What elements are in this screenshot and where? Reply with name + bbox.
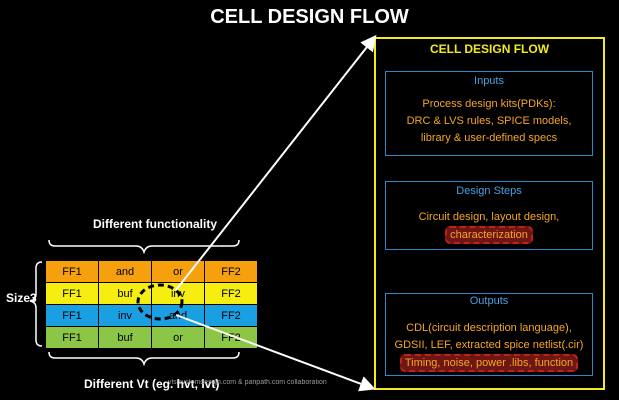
inputs-box: Inputs Process design kits(PDKs): DRC & … xyxy=(385,71,593,156)
cell-grid-wrap: FF1 and or FF2 FF1 buf inv FF2 FF1 inv a… xyxy=(45,260,258,349)
inv-highlight-ellipse xyxy=(136,283,184,321)
grid-cell: FF2 xyxy=(204,260,258,283)
size-brace xyxy=(29,261,43,347)
arrow-to-panel-top xyxy=(175,34,377,291)
inputs-heading: Inputs xyxy=(474,75,504,87)
grid-row: FF1 and or FF2 xyxy=(45,260,258,283)
grid-cell: FF1 xyxy=(45,326,99,349)
vt-label: Different Vt (eg. hvt, lvt) xyxy=(84,377,220,391)
design-steps-box: Design Steps Circuit design, layout desi… xyxy=(385,181,593,250)
size-label: Size3 xyxy=(6,291,37,305)
outputs-highlight: Timing, noise, power .libs, function xyxy=(399,354,579,372)
functionality-label: Different functionality xyxy=(92,217,217,231)
arrow-to-panel-bottom xyxy=(175,314,376,392)
design-steps-body: Circuit design, layout design, character… xyxy=(386,209,592,244)
inputs-line-1: Process design kits(PDKs): xyxy=(422,98,556,110)
grid-cell: FF2 xyxy=(204,326,258,349)
design-steps-heading: Design Steps xyxy=(456,185,522,197)
outputs-box: Outputs CDL(circuit description language… xyxy=(385,293,593,376)
main-title: CELL DESIGN FLOW xyxy=(210,6,409,28)
characterization-highlight: characterization xyxy=(445,226,533,244)
outputs-line-1: CDL(circuit description language), xyxy=(406,322,572,334)
grid-cell: buf xyxy=(98,326,152,349)
grid-cell: or xyxy=(151,326,205,349)
watermark: vlsisystemdesign.com & paripath.com coll… xyxy=(168,379,327,386)
panel-title: CELL DESIGN FLOW xyxy=(429,42,550,56)
grid-row: FF1 buf or FF2 xyxy=(45,326,258,349)
grid-cell: FF2 xyxy=(204,282,258,305)
flow-panel xyxy=(374,37,605,390)
inputs-body: Process design kits(PDKs): DRC & LVS rul… xyxy=(386,96,592,147)
outputs-heading: Outputs xyxy=(469,295,509,307)
cell-grid: FF1 and or FF2 FF1 buf inv FF2 FF1 inv a… xyxy=(45,260,258,349)
vt-brace xyxy=(48,351,240,367)
outputs-body: CDL(circuit description language), GDSII… xyxy=(386,320,592,372)
grid-cell: FF2 xyxy=(204,304,258,327)
grid-cell: or xyxy=(151,260,205,283)
inputs-line-2: DRC & LVS rules, SPICE models, xyxy=(406,115,572,127)
design-steps-line-1: Circuit design, layout design, xyxy=(418,211,560,223)
grid-cell: inv xyxy=(98,304,152,327)
outputs-line-2: GDSII, LEF, extracted spice netlist(.cir… xyxy=(394,339,584,351)
inputs-line-3: library & user-defined specs xyxy=(420,132,558,144)
functionality-brace xyxy=(48,239,240,255)
grid-cell: FF1 xyxy=(45,304,99,327)
